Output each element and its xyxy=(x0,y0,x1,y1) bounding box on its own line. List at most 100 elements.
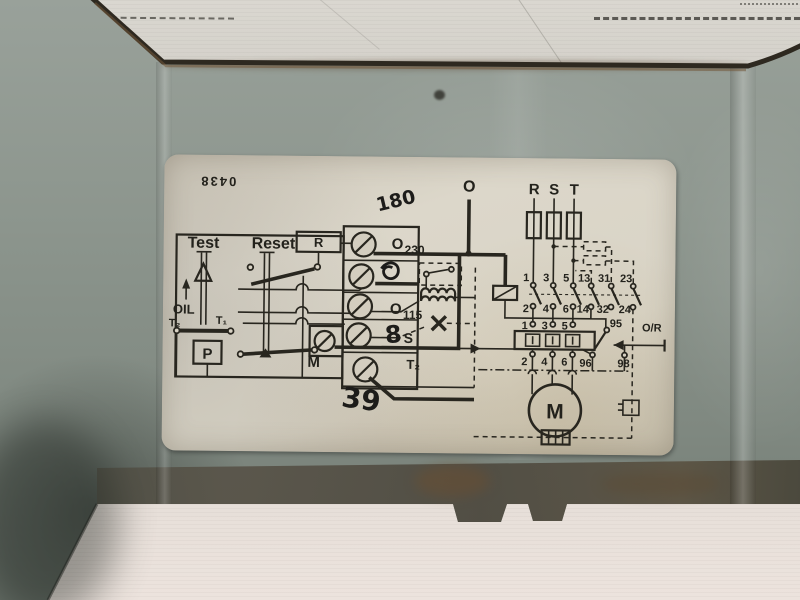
overload-out xyxy=(529,350,536,358)
wiring-diagram-label: 0438 xyxy=(161,154,677,456)
valve-triangle-icon xyxy=(193,261,213,282)
pressure-wires xyxy=(175,333,209,377)
t1-label: T₁ xyxy=(216,315,228,327)
motor-label: M xyxy=(546,400,564,423)
handwritten-s-row-mark: 8 xyxy=(384,320,403,349)
switch-lever xyxy=(425,268,450,289)
resistor-label: R xyxy=(314,235,324,250)
terminal-t2-label: T₂ xyxy=(406,357,420,372)
overload-in-1: 1 xyxy=(522,320,528,332)
dashed-links xyxy=(402,267,477,388)
overload-in-5: 5 xyxy=(562,320,568,332)
lower-lever xyxy=(242,348,313,356)
upper-terminal-23: 23 xyxy=(620,273,632,285)
contact-98 xyxy=(621,351,628,359)
motor-circle xyxy=(527,383,583,438)
bimetal-bar xyxy=(174,328,233,334)
enclosure-boundary xyxy=(478,368,631,372)
concrete-dash-mark xyxy=(594,17,800,20)
overload-out-6: 6 xyxy=(561,356,567,368)
contact-95 xyxy=(603,326,611,334)
terminal-115-value: 115 xyxy=(403,308,423,322)
handwritten-top-mark: 180 xyxy=(374,186,418,217)
upper-terminal-5: 5 xyxy=(563,273,569,285)
neutral-drop xyxy=(466,199,508,286)
power-section xyxy=(473,198,666,446)
output-arrowhead-icon xyxy=(613,340,624,351)
overload-out xyxy=(569,351,576,359)
lever-end xyxy=(313,263,322,271)
coil-diagonal xyxy=(492,285,518,301)
fuse-icon xyxy=(545,211,563,240)
side-component xyxy=(622,399,640,417)
aux-fuse-icon xyxy=(582,254,607,266)
control-components xyxy=(334,199,607,389)
phase-t-label: T xyxy=(570,182,579,199)
print-code: 0438 xyxy=(199,174,236,189)
overload-element xyxy=(564,333,581,348)
aux-95: 95 xyxy=(610,318,622,330)
heater-detail xyxy=(547,430,564,445)
aux-fuse-icon xyxy=(582,240,607,252)
terminal-screw-icon xyxy=(313,231,379,383)
dashed-frame xyxy=(473,309,634,439)
lever-end xyxy=(236,350,245,358)
pole-drops xyxy=(532,308,574,323)
phase-s-label: S xyxy=(549,181,559,198)
top-edge-rim xyxy=(90,0,800,69)
jump-wire xyxy=(238,280,373,292)
overload-element xyxy=(524,333,541,348)
winding-icon xyxy=(419,287,457,302)
oil-label: OIL xyxy=(173,301,195,316)
bus-leads xyxy=(373,251,506,286)
aux-98: 98 xyxy=(617,358,629,370)
lower-terminal-2: 2 xyxy=(523,303,529,315)
lower-terminal-6: 6 xyxy=(563,304,569,316)
upper-lever xyxy=(250,267,315,286)
reset-label: Reset xyxy=(252,235,296,252)
t2-label: T₂ xyxy=(169,317,181,329)
switch-point xyxy=(447,265,455,273)
relay-wires xyxy=(591,345,626,372)
terminal-block xyxy=(308,225,506,402)
t2-lead xyxy=(368,376,475,402)
contact-96 xyxy=(589,351,596,359)
bottom-left-edge xyxy=(46,503,99,600)
wiring-diagram: 0438 xyxy=(169,174,666,446)
reset-plunger xyxy=(259,251,275,354)
overload-in xyxy=(529,320,537,328)
jump-wire xyxy=(242,316,345,326)
motor-lead-bumps xyxy=(527,369,578,395)
phase-lines xyxy=(532,198,575,284)
lever-pivot xyxy=(246,263,255,271)
fuse-icon xyxy=(525,211,543,240)
output-label: O/R xyxy=(642,322,662,334)
aux-dashed-links xyxy=(553,245,635,284)
handwritten-bottom-mark: 39 xyxy=(340,380,383,418)
t1-contact-point xyxy=(227,327,235,335)
phase-r-label: R xyxy=(529,181,540,198)
test-plunger xyxy=(196,250,212,325)
diagram-text: Test Reset R OIL T₂ T₁ P M O R S T O 230… xyxy=(169,178,662,423)
overload-relay xyxy=(513,329,596,351)
lever-fulcrum-icon xyxy=(259,348,272,358)
terminal-115-prefix: O xyxy=(390,301,402,318)
right-bend-fold xyxy=(730,66,756,504)
overload-out-2: 2 xyxy=(521,356,527,368)
top-edge-rust-line xyxy=(94,2,747,72)
overload-in xyxy=(549,321,557,328)
rust-patch xyxy=(415,465,490,497)
overload-out xyxy=(549,351,556,358)
resistor-wires xyxy=(301,242,352,378)
upper-terminal-13: 13 xyxy=(578,273,590,285)
lever-end xyxy=(310,346,319,354)
metal-hole xyxy=(434,90,445,100)
mechanical-linkage xyxy=(529,293,642,296)
relay-lever xyxy=(592,331,607,352)
m-terminal-label: M xyxy=(307,354,320,371)
switch-point xyxy=(422,270,430,278)
rust-patch xyxy=(600,472,720,496)
pen-scribble xyxy=(380,261,400,281)
